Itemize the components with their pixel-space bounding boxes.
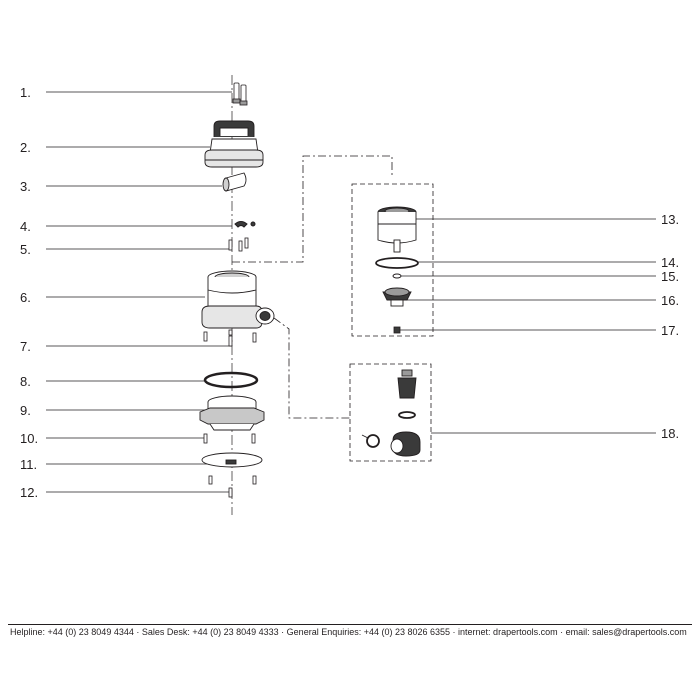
part-14-ring (375, 257, 419, 269)
label-17: 17. (661, 323, 679, 338)
footer-divider (8, 624, 692, 625)
label-5: 5. (20, 242, 31, 257)
leader-lines-right (400, 218, 656, 434)
label-6: 6. (20, 290, 31, 305)
label-16: 16. (661, 293, 679, 308)
dashed-connectors (232, 155, 393, 419)
label-8: 8. (20, 374, 31, 389)
leader-lines-left (46, 91, 232, 493)
part-4-clip (234, 221, 256, 228)
part-5-screws (228, 237, 249, 252)
label-15: 15. (661, 269, 679, 284)
label-1: 1. (20, 85, 31, 100)
label-12: 12. (20, 485, 38, 500)
part-11-base-plate (201, 452, 263, 468)
part-2-top-cover (204, 120, 264, 168)
detail-box-lower (349, 363, 432, 462)
footer-contact-text: Helpline: +44 (0) 23 8049 4344 · Sales D… (10, 628, 687, 637)
part-15-washer (392, 273, 402, 279)
part-8-o-ring (203, 371, 259, 389)
part-7-screws (203, 329, 257, 347)
detail-box-upper (351, 183, 434, 337)
part-13-impeller-unit (377, 206, 417, 253)
label-3: 3. (20, 179, 31, 194)
label-4: 4. (20, 219, 31, 234)
part-6-motor-housing (201, 270, 275, 329)
label-13: 13. (661, 212, 679, 227)
label-9: 9. (20, 403, 31, 418)
part-1-pins (232, 82, 248, 106)
part-10-screws (203, 433, 256, 444)
label-2: 2. (20, 140, 31, 155)
label-7: 7. (20, 339, 31, 354)
part-17-nut (393, 326, 401, 334)
part-9-base-housing (199, 395, 265, 431)
label-11: 11. (20, 457, 37, 472)
part-3-cylinder (222, 172, 247, 192)
label-14: 14. (661, 255, 679, 270)
part-12-screws (208, 475, 257, 498)
label-18: 18. (661, 426, 679, 441)
part-18-outlet-assembly (361, 369, 421, 457)
part-16-impeller (382, 287, 412, 307)
label-10: 10. (20, 431, 38, 446)
